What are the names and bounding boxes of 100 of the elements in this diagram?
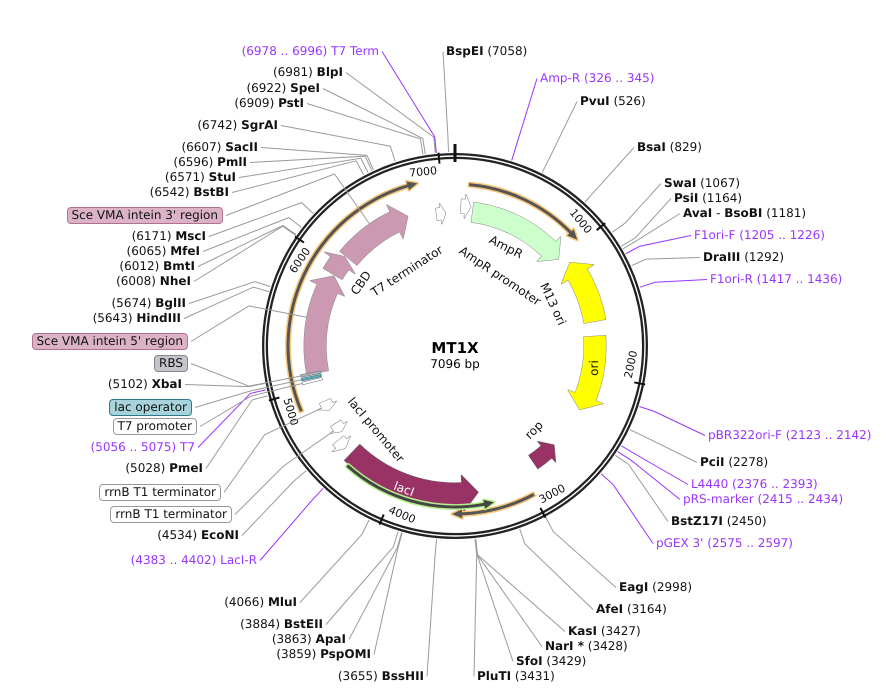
leader-line	[206, 395, 268, 469]
leader-line	[250, 156, 372, 172]
feature-tag: T7 promoter	[112, 418, 197, 435]
leader-line	[306, 103, 424, 156]
site-label: (6012) BmtI	[119, 259, 195, 274]
leader-line	[260, 488, 324, 561]
feature-label: lacI	[392, 478, 416, 500]
leader-line	[475, 538, 566, 632]
primer-label: F1ori-F (1205 .. 1226)	[694, 228, 825, 243]
site-label: BspEI (7058)	[446, 44, 528, 59]
leader-line	[194, 226, 296, 282]
leader-line	[184, 383, 266, 388]
leader-line	[260, 147, 374, 170]
leader-line	[511, 78, 538, 161]
site-label: AfeI (3164)	[596, 602, 667, 617]
site-label: EagI (2998)	[619, 580, 692, 595]
leader-line	[322, 88, 426, 155]
leader-line	[194, 379, 302, 408]
site-label: (6922) SpeI	[246, 81, 320, 96]
site-label: (6542) BstBI	[150, 185, 229, 200]
leader-line	[208, 202, 314, 237]
site-label: (6008) NheI	[116, 274, 191, 289]
leader-line	[639, 279, 708, 288]
leader-line	[620, 445, 688, 485]
site-label: (4534) EcoNI	[157, 528, 239, 543]
site-label: (6171) MscI	[132, 229, 206, 244]
primer-label: F1ori-R (1417 .. 1436)	[710, 272, 842, 287]
primer-label: (5056 .. 5075) T7	[90, 440, 195, 455]
leader-line	[638, 406, 706, 436]
leader-line	[326, 531, 399, 625]
feature-tag: lac operator	[109, 399, 192, 416]
leader-line	[545, 517, 616, 588]
leader-line	[600, 473, 654, 544]
leader-line	[620, 198, 672, 247]
leader-line	[348, 532, 402, 640]
leader-line	[542, 101, 578, 174]
site-label: (5028) PmeI	[125, 461, 203, 476]
leader-line	[631, 257, 700, 266]
leader-line	[584, 147, 634, 202]
tick-label: 7000	[408, 164, 438, 180]
leader-line	[617, 451, 680, 500]
leader-line	[346, 72, 436, 154]
leader-line	[184, 286, 270, 319]
leader-line	[622, 213, 680, 250]
leader-line	[382, 51, 437, 154]
leader-line	[614, 454, 668, 522]
site-label: NarI * (3428)	[545, 639, 628, 654]
leader-line	[474, 538, 514, 662]
leader-line	[198, 224, 297, 267]
site-label: (3884) BstEII	[240, 617, 323, 632]
leader-line	[234, 430, 334, 515]
primer-label: Amp-R (326 .. 345)	[540, 71, 654, 86]
primer-label: pGEX 3' (2575 .. 2597)	[656, 536, 793, 551]
site-label: PciI (2278)	[700, 455, 768, 470]
site-label: (6607) SacII	[181, 140, 258, 155]
tick-label: 5000	[280, 396, 301, 428]
site-label: BstZ17I (2450)	[671, 514, 767, 529]
leader-line	[190, 363, 302, 387]
leader-line	[200, 382, 303, 427]
leader-line	[188, 281, 271, 304]
primer-label: (4383 .. 4402) LacI-R	[130, 553, 257, 568]
feature-tag: RBS	[154, 355, 188, 372]
leader-line	[426, 538, 438, 677]
site-label: AvaI - BsoBI (1181)	[683, 206, 806, 221]
primer-label: L4440 (2376 .. 2393)	[691, 477, 818, 492]
tick-label: 3000	[536, 482, 568, 506]
site-label: (3655) BssHII	[338, 669, 424, 684]
site-label: (5102) XbaI	[108, 377, 182, 392]
site-label: SfoI (3429)	[516, 654, 586, 669]
site-label: (6596) PmlI	[173, 155, 247, 170]
site-label: BsaI (829)	[637, 140, 702, 155]
leader-line	[226, 173, 370, 224]
leader-line	[232, 160, 364, 193]
leader-line	[475, 538, 542, 647]
plasmid-length: 7096 bp	[429, 357, 481, 371]
feature-tag: rrnB T1 terminator	[99, 484, 221, 501]
feature-label: rop	[522, 418, 546, 442]
leader-line	[474, 538, 478, 677]
site-label: (3859) PspOMI	[276, 647, 371, 662]
site-label: (5643) HindIII	[92, 311, 181, 326]
plasmid-name: MT1X	[430, 339, 480, 357]
leader-line	[374, 532, 403, 655]
site-label: (4066) MluI	[224, 595, 297, 610]
leader-line	[300, 519, 370, 603]
leader-line	[242, 470, 307, 536]
site-label: (6065) MfeI	[126, 244, 200, 259]
site-label: (6909) PstI	[234, 96, 304, 111]
leader-line	[202, 217, 302, 252]
leader-line	[238, 158, 368, 178]
site-label: (5674) BglII	[112, 296, 186, 311]
leader-line	[442, 51, 449, 153]
primer-label: pRS-marker (2415 .. 2434)	[683, 492, 844, 507]
leader-line	[630, 429, 698, 463]
tick-label: 2000	[622, 349, 640, 380]
site-label: PluTI (3431)	[477, 669, 555, 684]
leader-line	[198, 389, 266, 448]
primer-label: pBR322ori-F (2123 .. 2142)	[708, 428, 872, 443]
leader-line	[612, 183, 662, 233]
feature-tag: Sce VMA intein 3' region	[66, 207, 223, 224]
leader-line	[280, 125, 396, 162]
